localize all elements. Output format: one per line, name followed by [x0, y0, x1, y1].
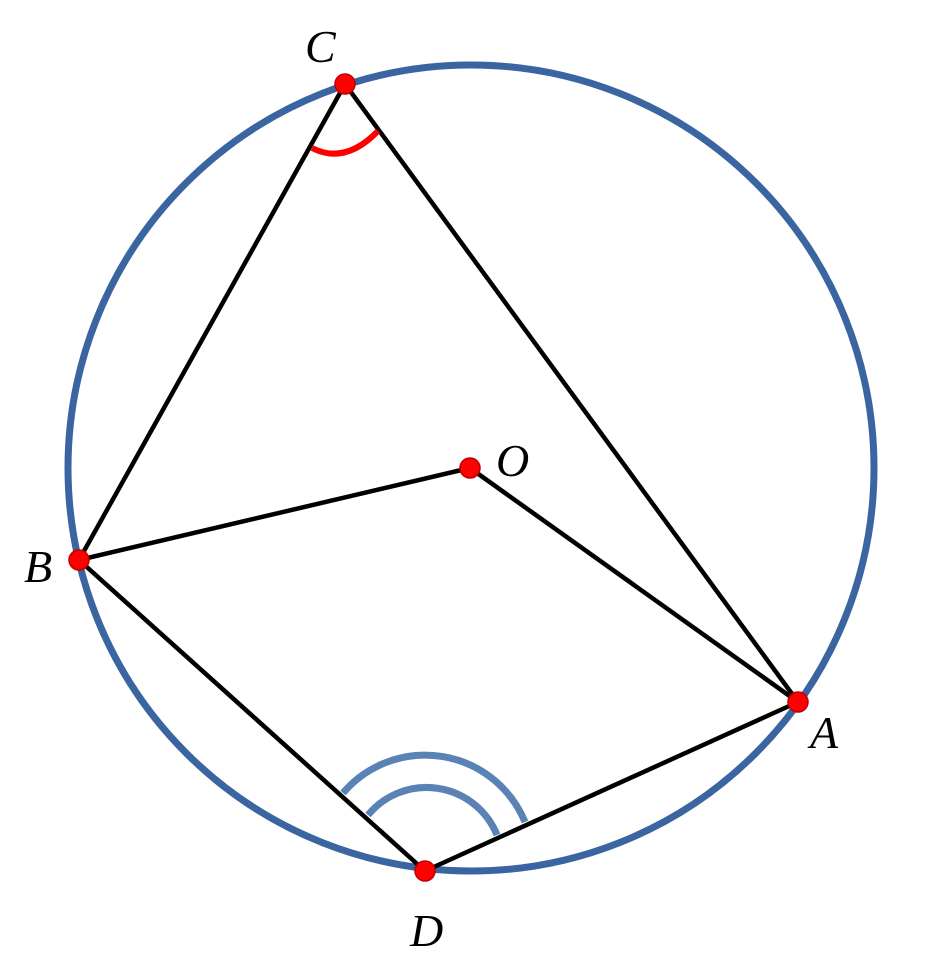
label-d: D — [409, 905, 443, 956]
segment-bd — [76, 557, 428, 874]
point-o — [459, 457, 481, 479]
angle-mark-c — [310, 128, 381, 157]
angle-mark-d-outer — [340, 751, 529, 824]
point-a — [787, 691, 809, 713]
segment-bo — [76, 465, 473, 563]
point-c — [334, 73, 356, 95]
point-b — [68, 549, 90, 571]
label-c: C — [305, 21, 337, 72]
segment-oa — [467, 465, 801, 705]
point-d — [414, 860, 436, 882]
angle-mark-d-inner — [365, 784, 501, 837]
circle-o — [64, 61, 878, 875]
segment-ca — [342, 81, 801, 705]
label-a: A — [807, 707, 839, 758]
label-o: O — [496, 435, 529, 486]
label-b: B — [24, 541, 52, 592]
segment-da — [422, 699, 801, 874]
segment-cb — [76, 81, 348, 563]
